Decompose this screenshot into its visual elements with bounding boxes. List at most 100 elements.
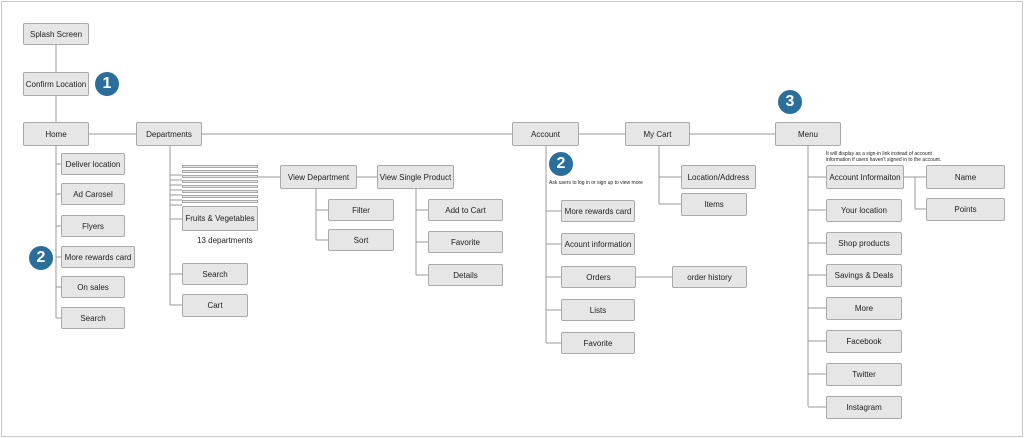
node-label: Home bbox=[45, 129, 67, 139]
favorite-product-node: Favorite bbox=[428, 231, 503, 253]
badge-number: 1 bbox=[102, 75, 112, 92]
node-label: Items bbox=[704, 200, 724, 209]
department-stack-line bbox=[182, 165, 258, 168]
filter-node: Filter bbox=[328, 199, 394, 221]
account-note: Ask users to log in or sign up to view m… bbox=[549, 180, 643, 186]
ad-carosel-node: Ad Carosel bbox=[61, 183, 125, 205]
node-label: Instagram bbox=[846, 403, 882, 412]
node-label: Twitter bbox=[852, 370, 876, 379]
node-label: Savings & Deals bbox=[834, 271, 894, 280]
name-node: Name bbox=[926, 165, 1005, 189]
node-label: Name bbox=[954, 172, 977, 182]
location-address-node: Location/Address bbox=[681, 165, 756, 189]
node-label: Cart bbox=[207, 301, 223, 310]
facebook-node: Facebook bbox=[826, 330, 902, 353]
orders-node: Orders bbox=[561, 266, 636, 288]
node-label: Favorite bbox=[451, 237, 480, 247]
node-label: Shop products bbox=[838, 239, 890, 248]
account-informaiton-node: Account Informaiton bbox=[826, 165, 904, 189]
node-label: Your location bbox=[841, 206, 887, 215]
department-stack-line bbox=[182, 175, 258, 178]
department-stack-line bbox=[182, 185, 258, 188]
node-label: Deliver location bbox=[65, 159, 121, 169]
favorite-account-node: Favorite bbox=[561, 332, 635, 354]
badge-number: 2 bbox=[556, 155, 566, 172]
badge-number: 3 bbox=[785, 93, 795, 110]
items-node: Items bbox=[681, 193, 747, 216]
instagram-node: Instagram bbox=[826, 396, 902, 419]
view-department-node: View Department bbox=[280, 165, 357, 189]
step-badge-2-account: 2 bbox=[549, 152, 573, 176]
node-label: More rewards card bbox=[64, 252, 132, 262]
node-label: On sales bbox=[77, 282, 109, 292]
node-label: order history bbox=[687, 272, 732, 282]
node-label: More bbox=[854, 304, 874, 313]
points-node: Points bbox=[926, 198, 1005, 221]
department-count: 13 departments bbox=[197, 236, 253, 245]
your-location-node: Your location bbox=[826, 199, 902, 222]
step-badge-1: 1 bbox=[95, 72, 119, 96]
node-label: My Cart bbox=[643, 129, 672, 139]
node-label: Search bbox=[80, 313, 106, 323]
node-label: Splash Screen bbox=[29, 29, 83, 39]
badge-number: 2 bbox=[36, 249, 46, 266]
department-stack-line bbox=[182, 195, 258, 198]
node-label: Location/Address bbox=[687, 172, 750, 182]
node-label: Filter bbox=[352, 205, 370, 215]
node-label: Lists bbox=[589, 305, 607, 315]
step-badge-2-home: 2 bbox=[29, 246, 53, 270]
flyers-node: Flyers bbox=[61, 215, 125, 237]
cart-dept-node: Cart bbox=[182, 294, 248, 317]
department-stack-line bbox=[182, 190, 258, 193]
node-label: Points bbox=[954, 205, 977, 214]
view-single-product-node: View Single Product bbox=[377, 165, 454, 189]
deliver-location-node: Deliver location bbox=[61, 153, 125, 175]
account-node: Account bbox=[512, 122, 579, 146]
lists-node: Lists bbox=[561, 299, 635, 321]
my-cart-node: My Cart bbox=[625, 122, 690, 146]
department-stack: Fruits & Vegetables bbox=[182, 165, 258, 231]
department-stack-line bbox=[182, 170, 258, 173]
node-label: View Department bbox=[287, 172, 350, 182]
menu-note: It will display as a sign-in link instea… bbox=[826, 151, 942, 163]
order-history-node: order history bbox=[672, 266, 747, 288]
node-label: Add to Cart bbox=[445, 205, 486, 215]
node-label: View Single Product bbox=[379, 172, 452, 182]
more-rewards-account-node: More rewards card bbox=[561, 200, 635, 222]
on-sales-node: On sales bbox=[61, 276, 125, 298]
home-node: Home bbox=[23, 122, 89, 146]
node-label: Acount information bbox=[564, 239, 632, 249]
department-stack-line bbox=[182, 200, 258, 203]
fruits-vegetables-node: Fruits & Vegetables bbox=[182, 206, 258, 231]
node-label: Sort bbox=[353, 235, 369, 245]
splash-screen-node: Splash Screen bbox=[23, 23, 89, 45]
node-label: Search bbox=[202, 269, 228, 279]
node-label: More rewards card bbox=[564, 206, 632, 216]
more-node: More bbox=[826, 297, 902, 320]
node-label: Menu bbox=[797, 129, 818, 139]
sort-node: Sort bbox=[328, 229, 394, 251]
more-rewards-home-node: More rewards card bbox=[61, 246, 135, 268]
node-label: Ad Carosel bbox=[73, 189, 113, 199]
node-label: Account bbox=[531, 129, 560, 139]
node-label: Fruits & Vegetables bbox=[185, 214, 255, 223]
savings-deals-node: Savings & Deals bbox=[826, 264, 902, 287]
confirm-location-node: Confirm Location bbox=[23, 72, 89, 96]
node-label: Account Informaiton bbox=[829, 172, 901, 182]
add-to-cart-node: Add to Cart bbox=[428, 199, 503, 221]
twitter-node: Twitter bbox=[826, 363, 902, 386]
search-dept-node: Search bbox=[182, 263, 248, 285]
node-label: Details bbox=[453, 270, 478, 280]
step-badge-3: 3 bbox=[778, 90, 802, 114]
node-label: Departments bbox=[146, 129, 192, 139]
search-home-node: Search bbox=[61, 307, 125, 329]
details-node: Details bbox=[428, 264, 503, 286]
node-label: Flyers bbox=[82, 221, 104, 231]
department-stack-line bbox=[182, 180, 258, 183]
departments-node: Departments bbox=[136, 122, 202, 146]
node-label: Facebook bbox=[846, 337, 882, 346]
node-label: Orders bbox=[586, 272, 611, 282]
shop-products-node: Shop products bbox=[826, 232, 902, 255]
account-information-node: Acount information bbox=[561, 233, 635, 255]
